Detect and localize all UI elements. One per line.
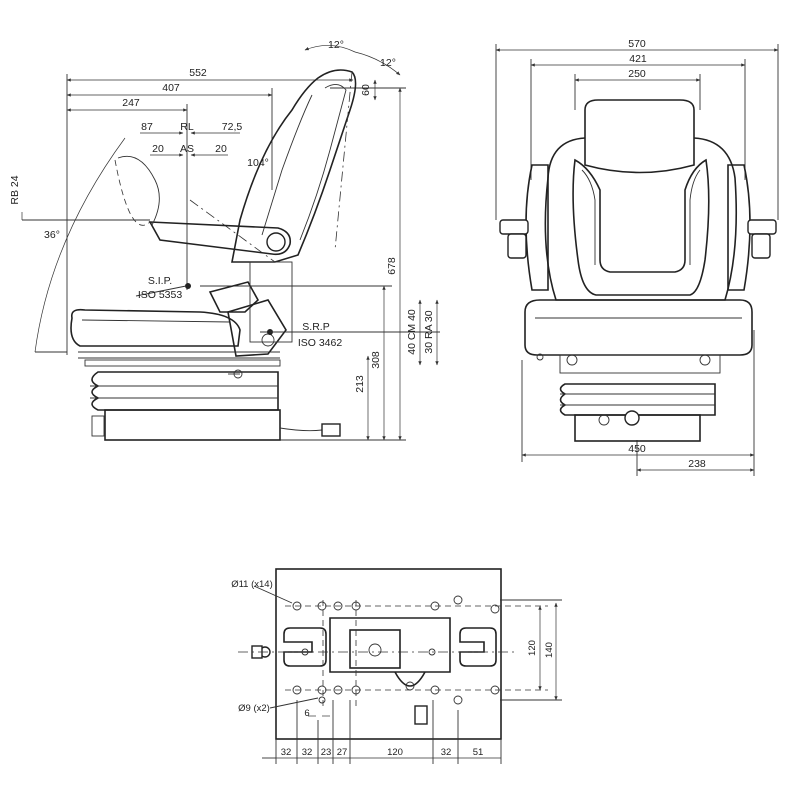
dim-bottom-32b: 32 — [302, 747, 313, 758]
base-plate-slots — [283, 617, 497, 725]
label-srp-iso: ISO 3462 — [298, 337, 343, 349]
dim-ra: 30 RA 30 — [423, 310, 435, 353]
dim-bottom-27: 27 — [337, 747, 348, 758]
label-sip: S.I.P. — [148, 275, 172, 287]
dim-570: 570 — [628, 38, 646, 50]
dim-bottom-32a: 32 — [281, 747, 292, 758]
dim-angle-36: 36° — [44, 229, 60, 241]
side-reference-points — [135, 283, 296, 335]
dim-238: 238 — [688, 458, 706, 470]
front-headrest — [584, 99, 695, 174]
dim-60: 60 — [360, 84, 372, 96]
dim-308: 308 — [370, 351, 382, 369]
side-view: 552 407 247 87 RL 72,5 20 AS 20 104° 12°… — [9, 39, 440, 441]
dim-cm: 40 CM 40 — [406, 309, 418, 355]
label-srp: S.R.P — [302, 321, 329, 333]
side-frame — [78, 261, 293, 367]
front-backrest — [544, 137, 738, 301]
front-dimension-labels: 570 421 250 450 238 — [628, 38, 706, 470]
dim-angle-12-right: 12° — [380, 57, 396, 69]
label-hole-11: Ø11 (x14) — [231, 579, 273, 590]
dim-as-label: AS — [180, 143, 194, 155]
dim-450: 450 — [628, 443, 646, 455]
dim-rb: RB 24 — [9, 175, 21, 204]
side-dimension-lines — [21, 45, 440, 441]
base-plate-outline — [275, 568, 502, 740]
base-plate-holes — [251, 595, 500, 705]
front-suspension — [536, 353, 721, 442]
dim-bottom-23: 23 — [321, 747, 332, 758]
front-view — [495, 44, 779, 476]
side-dimension-labels: 552 407 247 87 RL 72,5 20 AS 20 104° 12°… — [9, 39, 435, 393]
side-armrest — [114, 155, 292, 256]
front-seat-cushion — [524, 299, 753, 356]
front-dimension-lines — [495, 44, 779, 476]
dim-250: 250 — [628, 68, 646, 80]
dim-247: 247 — [122, 97, 140, 109]
dim-bottom-120: 120 — [387, 747, 403, 758]
dim-rl-left: 87 — [141, 121, 153, 133]
dim-421: 421 — [629, 53, 647, 65]
dim-120-vertical: 120 — [527, 640, 538, 656]
dim-angle-104: 104° — [247, 157, 269, 169]
dim-140-vertical: 140 — [544, 642, 555, 658]
side-seat-cushion — [70, 308, 241, 347]
label-offset-6: 6 — [304, 708, 309, 719]
dim-as-left: 20 — [152, 143, 164, 155]
sip-point — [185, 283, 191, 289]
dim-552: 552 — [189, 67, 207, 79]
base-plate-labels: Ø11 (x14) Ø9 (x2) 6 120 140 32 32 23 27 … — [231, 579, 555, 758]
side-suspension — [90, 369, 341, 441]
side-belt-buckle — [208, 281, 287, 357]
dim-213: 213 — [354, 375, 366, 393]
base-plate-dimension-lines — [253, 585, 562, 764]
base-plate-centerlines — [238, 600, 548, 710]
dim-bottom-32c: 32 — [441, 747, 452, 758]
dim-angle-12-left: 12° — [328, 39, 344, 51]
base-plate-view: Ø11 (x14) Ø9 (x2) 6 120 140 32 32 23 27 … — [231, 568, 562, 764]
dim-as-right: 20 — [215, 143, 227, 155]
side-backrest — [189, 69, 357, 263]
label-hole-9: Ø9 (x2) — [238, 703, 270, 714]
dim-rl-right: 72,5 — [222, 121, 243, 133]
dim-bottom-51: 51 — [473, 747, 484, 758]
dim-rl-label: RL — [180, 121, 194, 133]
label-sip-iso: ISO 5353 — [138, 289, 183, 301]
dim-678: 678 — [386, 257, 398, 275]
dim-407: 407 — [162, 82, 180, 94]
front-armrests — [499, 164, 777, 291]
